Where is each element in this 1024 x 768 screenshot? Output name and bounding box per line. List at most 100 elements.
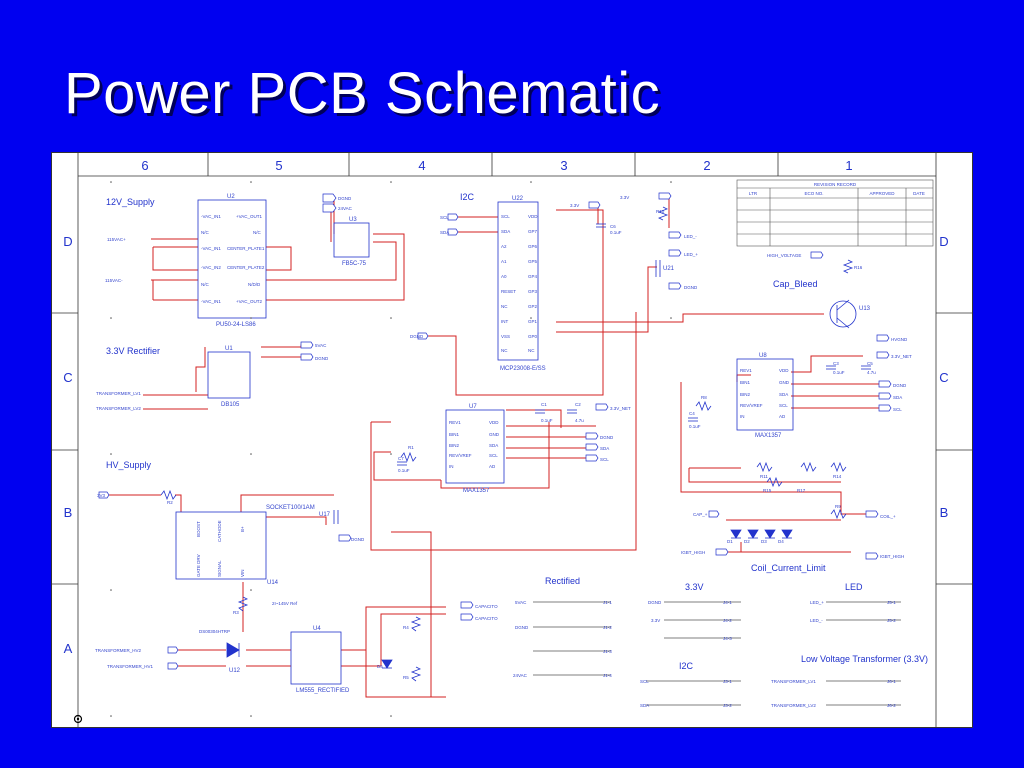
net-dgnd-3: DGND xyxy=(684,285,698,290)
c4-label: C4 xyxy=(689,411,695,416)
u12-label: U12 xyxy=(229,668,241,674)
u1-block xyxy=(207,351,251,399)
net-scl-3: SCL xyxy=(600,457,609,462)
net-igbt-part: DS00304HTRP xyxy=(199,629,230,634)
u22-pin-r8: GP0 xyxy=(528,334,538,339)
c2-value: 4.7u xyxy=(575,418,584,423)
section-low-voltage-transformer: Low Voltage Transformer (3.3V) xyxy=(801,654,928,664)
u22-pin-l1: SDA xyxy=(501,229,510,234)
r14-label: R14 xyxy=(833,474,842,479)
u7-label: U7 xyxy=(469,404,477,410)
u7-pin-r3: SCL xyxy=(489,453,498,458)
u2-pin-r1: N/C xyxy=(253,230,262,235)
u22-pin-l8: VSS xyxy=(501,334,510,339)
net-transformer-hv1: TRANSFORMER_HV1 xyxy=(107,664,154,669)
r15-label: R15 xyxy=(763,488,772,493)
u2-pin-l0: -VAC_IN1 xyxy=(201,214,221,219)
u7-block xyxy=(445,409,505,484)
conn-lvt-pin-1: J6-2 xyxy=(887,703,896,708)
r10-label: R10 xyxy=(656,209,665,214)
net-transformer-hv2: TRANSFORMER_HV2 xyxy=(95,648,142,653)
u7-pin-r2: SDA xyxy=(489,443,498,448)
net-dgnd-5: DGND xyxy=(315,356,329,361)
u22-pin-r4: GP4 xyxy=(528,274,538,279)
conn-led-net-0: LED_+ xyxy=(810,600,824,605)
r17-label: R17 xyxy=(797,488,806,493)
net-dgnd-4: DGND xyxy=(893,383,907,388)
u2-pin-l1: N/C xyxy=(201,230,210,235)
u8-pin-r1: GND xyxy=(779,380,790,385)
conn-i2c-pin-0: J3-1 xyxy=(723,679,732,684)
u3-label: U3 xyxy=(349,217,357,223)
c1-value: 0.1uF xyxy=(541,418,553,423)
u21-label: U21 xyxy=(663,266,675,272)
r11-label: R11 xyxy=(760,474,768,479)
u7-pin-l1: BIN1 xyxy=(449,432,460,437)
u22-label: U22 xyxy=(512,196,524,202)
u8-pin-l4: IN xyxy=(740,414,745,419)
u8-part: MAX1357 xyxy=(755,433,782,439)
c5-value: 4.7u xyxy=(867,370,876,375)
net-5vac: 5VAC xyxy=(315,343,327,348)
u7-pin-r0: VDD xyxy=(489,420,499,425)
net-cap-plus: CAP_+ xyxy=(693,512,708,517)
row-label-d-right: D xyxy=(939,234,948,249)
u14-pin-4: B+ xyxy=(240,526,245,532)
section-12v-supply: 12V_Supply xyxy=(106,197,155,207)
net-sda-2: SDA xyxy=(893,395,902,400)
net-led-plus: LED_+ xyxy=(684,252,698,257)
c7-value: 0.1uF xyxy=(398,468,410,473)
net-3v3-1: 3.3V xyxy=(570,203,579,208)
c3-value: 0.1uF xyxy=(833,370,845,375)
net-dgnd-6: DGND xyxy=(600,435,614,440)
conn-led-pin-1: J5-2 xyxy=(887,618,896,623)
d5-label: D5 xyxy=(377,664,383,669)
u22-block xyxy=(497,201,539,361)
column-label-3: 3 xyxy=(560,158,567,173)
u7-part: MAX1357 xyxy=(463,488,490,494)
c7-label: C7 xyxy=(398,456,404,461)
u22-pin-l4: A0 xyxy=(501,274,507,279)
u22-part: MCP23008-E/SS xyxy=(500,366,546,372)
net-115vac-plus: 115VAC+ xyxy=(107,237,126,242)
net-115vac-minus: 115VAC- xyxy=(105,278,123,283)
net-igbt-high-1: IGBT_HIGH xyxy=(681,550,705,555)
schematic-sheet: 6 5 4 3 2 1 D C B A D C B REVISION RECOR… xyxy=(51,152,973,728)
d2-label: D2 xyxy=(744,539,750,544)
u14-pin-5: VIN xyxy=(240,569,245,577)
u2-pin-r5: +VAC_OUT2 xyxy=(236,299,263,304)
column-label-5: 5 xyxy=(275,158,282,173)
conn-lvt-pin-0: J6-1 xyxy=(887,679,896,684)
conn-i2c-pin-1: J3-2 xyxy=(723,703,732,708)
u14-pin-3: SIGNAL xyxy=(217,560,222,577)
net-transformer-lv1: TRANSFORMER_LV1 xyxy=(96,391,141,396)
u22-pin-r5: GP3 xyxy=(528,289,538,294)
u2-pin-r0: +VAC_OUT1 xyxy=(236,214,263,219)
u8-pin-r4: AD xyxy=(779,414,786,419)
u7-pin-l4: IN xyxy=(449,464,454,469)
net-sda-1: SDA xyxy=(440,230,449,235)
d1-label: D1 xyxy=(727,539,733,544)
u22-pin-r7: GP1 xyxy=(528,319,538,324)
grid-dots xyxy=(110,181,672,717)
u8-pin-r2: SDA xyxy=(779,392,788,397)
u2-pin-l3: -VAC_IN2 xyxy=(201,265,221,270)
u22-pin-l7: INT xyxy=(501,319,509,324)
u2-block xyxy=(197,199,267,319)
conn-rectified-pin-3: J1-4 xyxy=(603,673,612,678)
net-24vac: 24VAC xyxy=(338,206,353,211)
d3-label: D3 xyxy=(761,539,767,544)
net-high-voltage: HIGH_VOLTAGE xyxy=(767,253,801,258)
r2-label: R2 xyxy=(167,500,173,505)
u8-pin-l2: BIN2 xyxy=(740,392,751,397)
symbols xyxy=(160,199,871,685)
net-dgnd-7: DGND xyxy=(351,537,365,542)
conn-i2c-net-1: SDA xyxy=(640,703,649,708)
slide-title: Power PCB Schematic xyxy=(64,61,661,126)
u2-pin-r3: CENTER_PLATE2 xyxy=(227,265,265,270)
net-3v3-net-2: 3.3V_NET xyxy=(610,406,631,411)
net-sda-3: SDA xyxy=(600,446,609,451)
u22-pin-r6: GP2 xyxy=(528,304,538,309)
u1-label: U1 xyxy=(225,346,233,352)
wires xyxy=(109,196,889,698)
